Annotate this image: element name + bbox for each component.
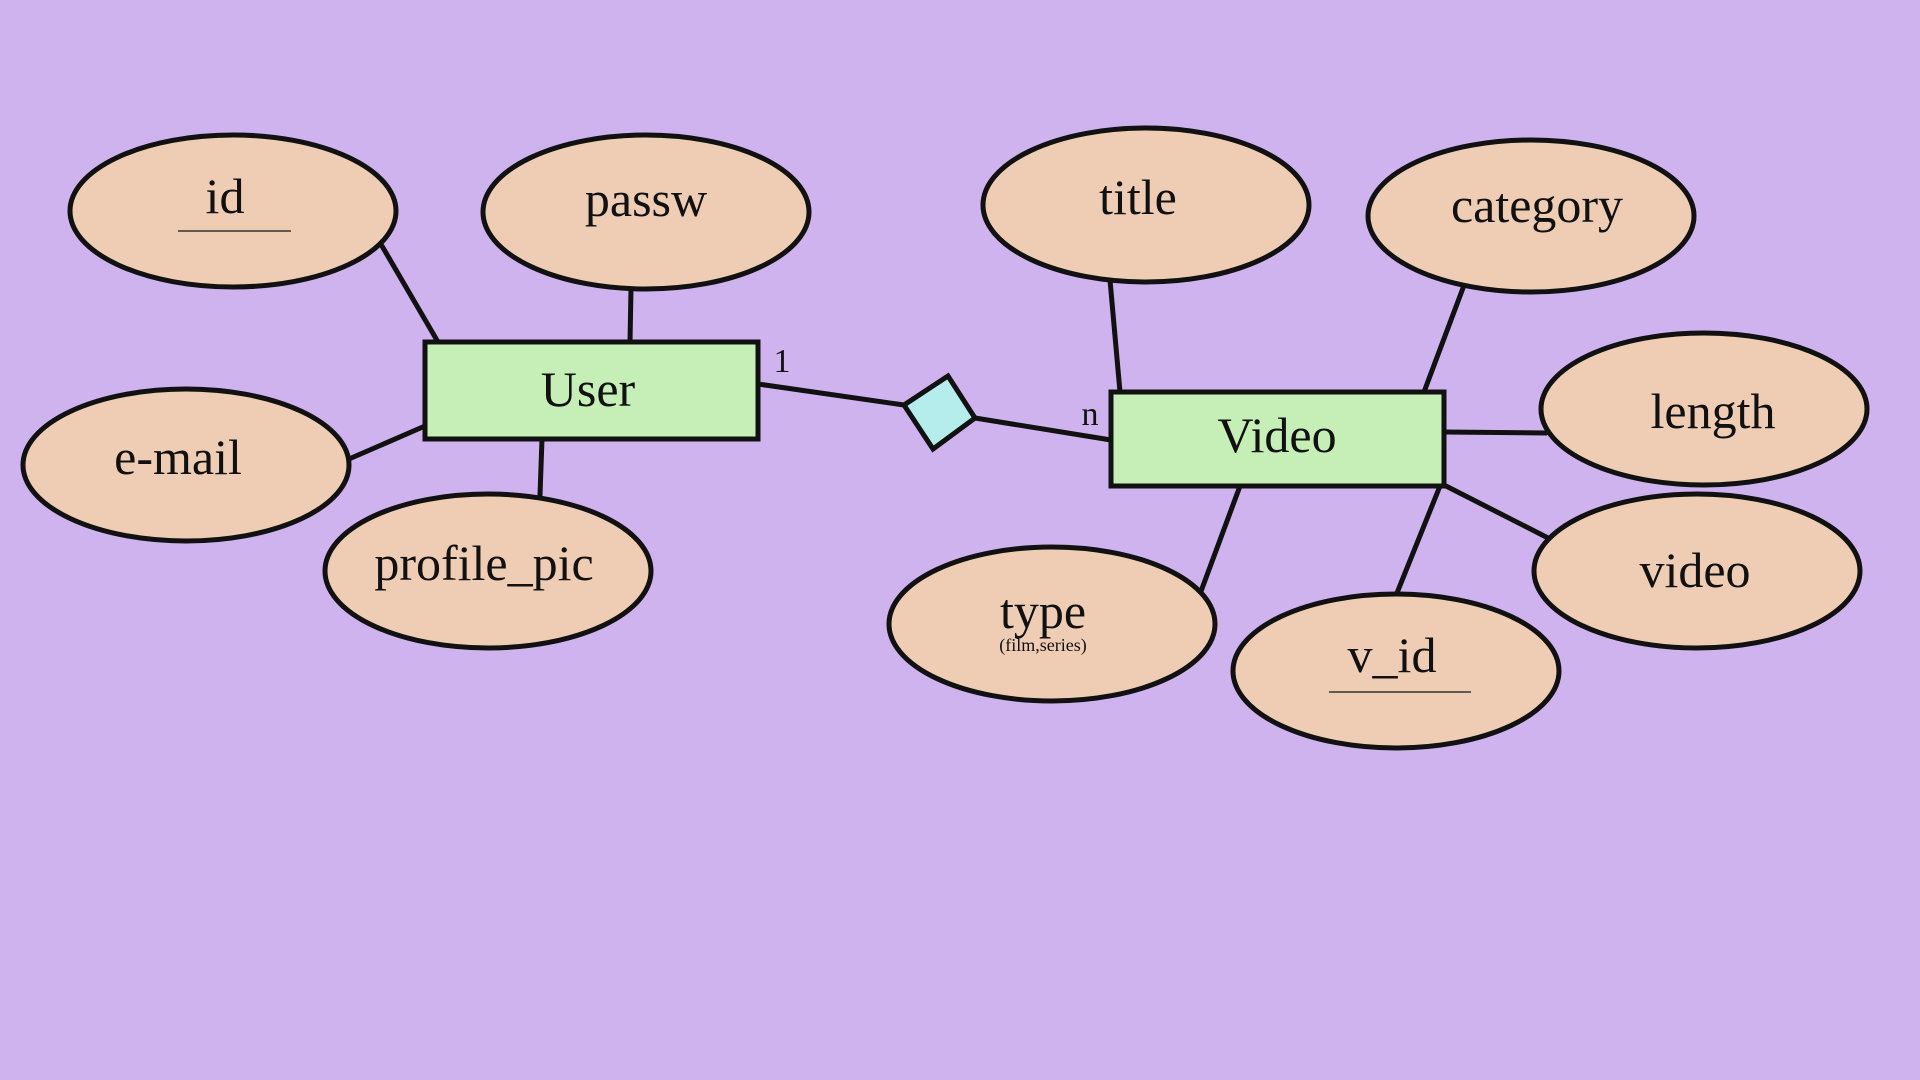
attribute-video-ellipse[interactable] — [1531, 491, 1863, 651]
relationship[interactable]: 1 n — [774, 343, 1099, 453]
attribute-title-ellipse[interactable] — [980, 125, 1312, 285]
attribute-type-ellipse[interactable] — [886, 544, 1218, 704]
edge-user-passw — [627, 286, 634, 345]
attribute-v-id-ellipse[interactable] — [1230, 591, 1562, 751]
attribute-profile-pic[interactable]: profile_pic — [322, 491, 654, 651]
attribute-profile-pic-ellipse[interactable] — [322, 491, 654, 651]
attribute-title-label: title — [1099, 169, 1177, 225]
attribute-length-ellipse[interactable] — [1538, 330, 1870, 488]
attribute-length-label: length — [1651, 383, 1776, 439]
attribute-email[interactable]: e-mail — [20, 386, 352, 544]
attribute-video-label: video — [1639, 542, 1750, 598]
attribute-title[interactable]: title — [980, 125, 1312, 285]
edge-video-video — [1441, 482, 1555, 543]
entity-video-label: Video — [1217, 407, 1336, 463]
edge-relationship-video — [972, 415, 1114, 443]
attribute-type[interactable]: type (film,series) — [886, 544, 1218, 704]
attribute-type-note: (film,series) — [999, 635, 1086, 656]
attribute-category-label: category — [1451, 177, 1623, 233]
edge-user-email — [346, 423, 428, 462]
attribute-passw-ellipse[interactable] — [480, 132, 812, 292]
cardinality-user: 1 — [774, 343, 791, 380]
entity-user[interactable]: User — [422, 339, 761, 442]
attribute-id[interactable]: id — [67, 132, 399, 290]
attribute-length[interactable]: length — [1538, 330, 1870, 488]
connectors — [346, 243, 1555, 597]
edge-video-type — [1197, 483, 1243, 597]
attribute-passw[interactable]: passw — [480, 132, 812, 292]
cardinality-video: n — [1082, 396, 1099, 433]
entity-video[interactable]: Video — [1108, 389, 1447, 489]
edge-user-relationship — [755, 381, 907, 408]
edge-user-profile-pic — [537, 436, 545, 498]
attribute-passw-label: passw — [585, 171, 707, 227]
attribute-category[interactable]: category — [1365, 137, 1697, 295]
attribute-email-label: e-mail — [114, 429, 242, 485]
entity-video-box[interactable] — [1108, 389, 1447, 489]
attribute-id-label: id — [206, 168, 245, 224]
attribute-category-ellipse[interactable] — [1365, 137, 1697, 295]
edge-video-title — [1107, 277, 1123, 395]
edge-video-length — [1441, 429, 1549, 436]
attribute-video[interactable]: video — [1531, 491, 1863, 651]
attribute-v-id[interactable]: v_id — [1230, 591, 1562, 751]
relationship-diamond[interactable] — [900, 372, 979, 453]
edge-video-category — [1421, 285, 1466, 395]
entity-user-label: User — [541, 361, 636, 417]
edge-video-v-id — [1394, 483, 1443, 596]
edge-user-id — [379, 243, 441, 345]
attribute-v-id-label: v_id — [1348, 627, 1437, 683]
attribute-profile-pic-label: profile_pic — [374, 535, 593, 591]
entity-user-box[interactable] — [422, 339, 761, 442]
attribute-email-ellipse[interactable] — [20, 386, 352, 544]
attribute-type-label: type — [1000, 583, 1086, 639]
attribute-id-ellipse[interactable] — [67, 132, 399, 290]
